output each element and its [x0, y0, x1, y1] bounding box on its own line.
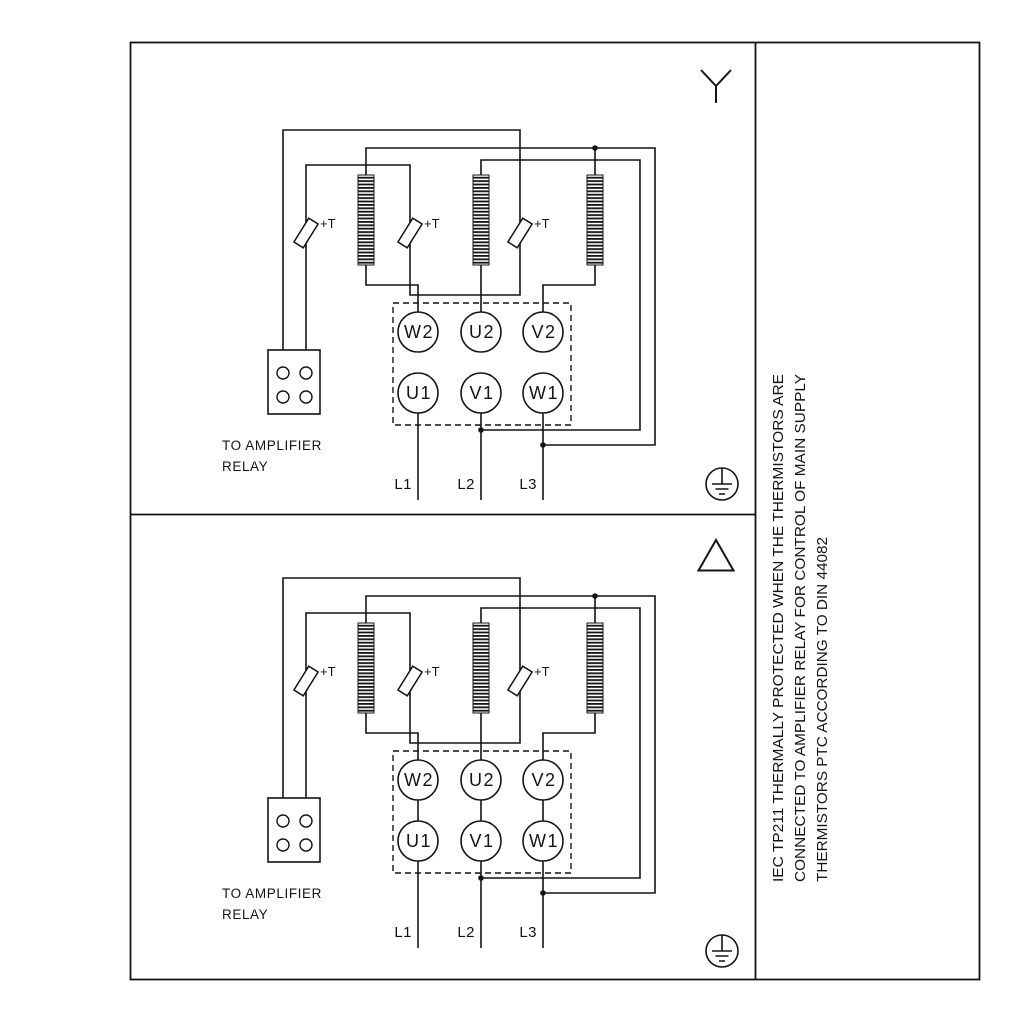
delta-bridge-links [417, 800, 544, 821]
ground-symbol-star [705, 467, 739, 501]
delta-panel-wiring [221, 577, 656, 949]
side-note-line3: THERMISTORS PTC ACCORDING TO DIN 44082 [814, 537, 831, 882]
delta-connection-panel [221, 537, 739, 968]
star-connection-panel [221, 69, 739, 501]
side-note-line2: CONNECTED TO AMPLIFIER RELAY FOR CONTROL… [792, 374, 809, 882]
side-note: IEC TP211 THERMALLY PROTECTED WHEN THE T… [770, 374, 831, 882]
outer-frame [129, 41, 981, 981]
star-symbol [700, 69, 732, 103]
star-panel-wiring [221, 129, 656, 501]
ground-symbol-delta [705, 934, 739, 968]
delta-symbol [696, 537, 736, 572]
side-note-line1: IEC TP211 THERMALLY PROTECTED WHEN THE T… [770, 374, 787, 882]
